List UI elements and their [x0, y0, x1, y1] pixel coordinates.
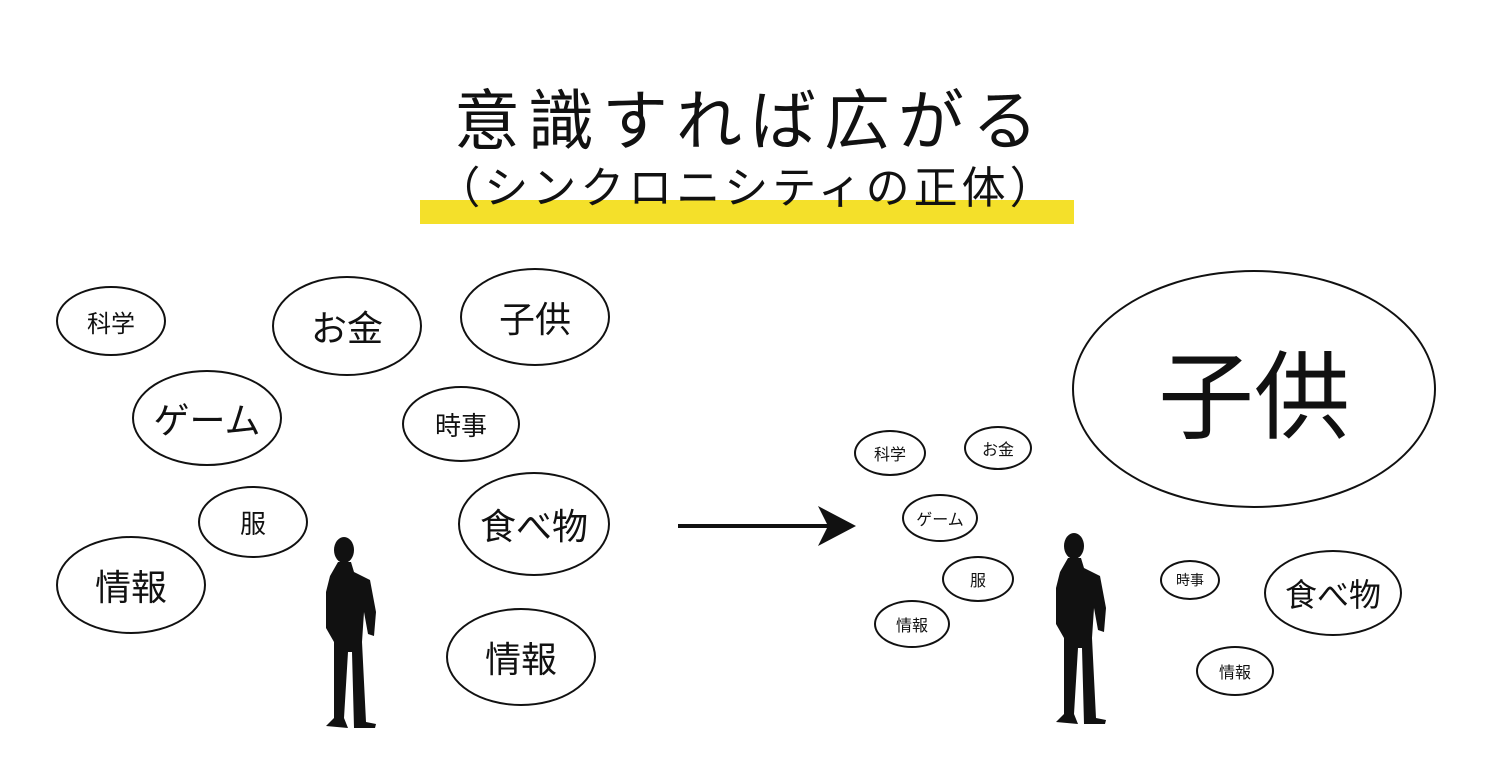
bubble-science: 科学 — [56, 286, 166, 356]
person-silhouette — [326, 537, 376, 728]
person-silhouette — [1056, 533, 1106, 724]
right-arrow-icon — [678, 506, 856, 546]
bubble-children-large: 子供 — [1072, 270, 1436, 508]
bubble-info-small: 情報 — [1196, 646, 1274, 696]
bubble-clothes-small: 服 — [942, 556, 1014, 602]
subtitle-block: （シンクロニシティの正体） — [420, 160, 1074, 226]
subtitle-highlight — [420, 200, 1074, 224]
bubble-children: 子供 — [460, 268, 610, 366]
bubble-money-small: お金 — [964, 426, 1032, 470]
diagram-title: 意識すれば広がる — [454, 83, 1046, 160]
bubble-money: お金 — [272, 276, 422, 376]
bubble-food: 食べ物 — [458, 472, 610, 576]
bubble-clothes: 服 — [198, 486, 308, 558]
bubble-info: 情報 — [56, 536, 206, 634]
diagram-subtitle: （シンクロニシティの正体） — [436, 163, 1058, 214]
bubble-current-events: 時事 — [402, 386, 520, 462]
bubble-game-small: ゲーム — [902, 494, 978, 542]
bubble-current-events-small: 時事 — [1160, 560, 1220, 600]
bubble-info-small: 情報 — [874, 600, 950, 648]
bubble-game: ゲーム — [132, 370, 282, 466]
bubble-science-small: 科学 — [854, 430, 926, 476]
bubble-food-medium: 食べ物 — [1264, 550, 1402, 636]
bubble-info: 情報 — [446, 608, 596, 706]
